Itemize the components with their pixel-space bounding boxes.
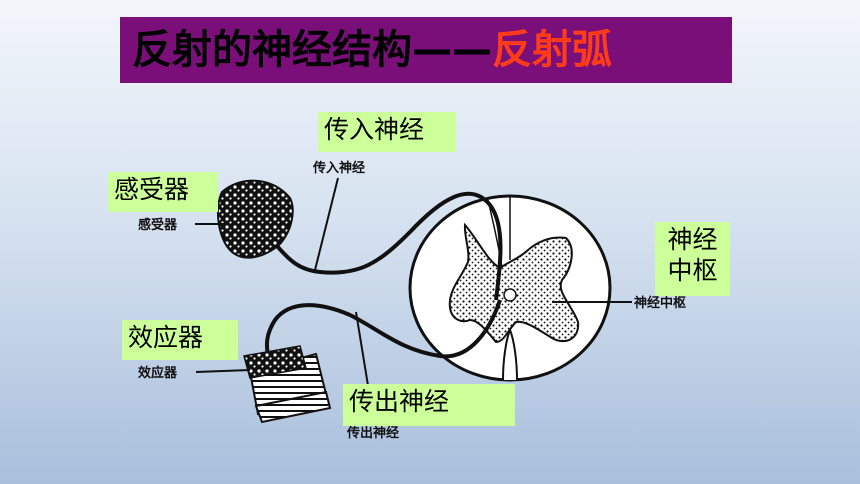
diagram-label-center: 神经中枢 [634, 295, 686, 311]
label-nerve-center: 神经 中枢 [655, 222, 730, 296]
central-canal [503, 288, 517, 302]
diagram-label-afferent: 传入神经 [312, 160, 365, 176]
effector-shape [243, 345, 332, 424]
diagram-label-effector: 效应器 [138, 365, 178, 381]
label-nerve-center-line1: 神经 [667, 225, 718, 254]
efferent-nerve-path [264, 299, 502, 359]
anterior-fissure [502, 327, 518, 381]
gray-matter [448, 222, 580, 344]
label-efferent-nerve: 传出神经 [343, 384, 515, 426]
title-bar: 反射的神经结构——反射弧 [120, 17, 732, 83]
label-receptor: 感受器 [108, 172, 218, 212]
title-main: 反射的神经结构—— [132, 27, 492, 73]
receptor-shape [216, 179, 294, 259]
afferent-pointer-line [314, 177, 339, 271]
title-accent: 反射弧 [492, 27, 612, 73]
label-afferent-nerve: 传入神经 [318, 112, 456, 152]
effector-pointer-line [195, 369, 251, 373]
label-nerve-center-line2: 中枢 [667, 256, 718, 286]
diagram-label-receptor: 感受器 [138, 217, 178, 233]
afferent-nerve-path [270, 191, 503, 301]
diagram-label-efferent: 传出神经 [346, 425, 399, 441]
label-effector: 效应器 [122, 320, 238, 360]
